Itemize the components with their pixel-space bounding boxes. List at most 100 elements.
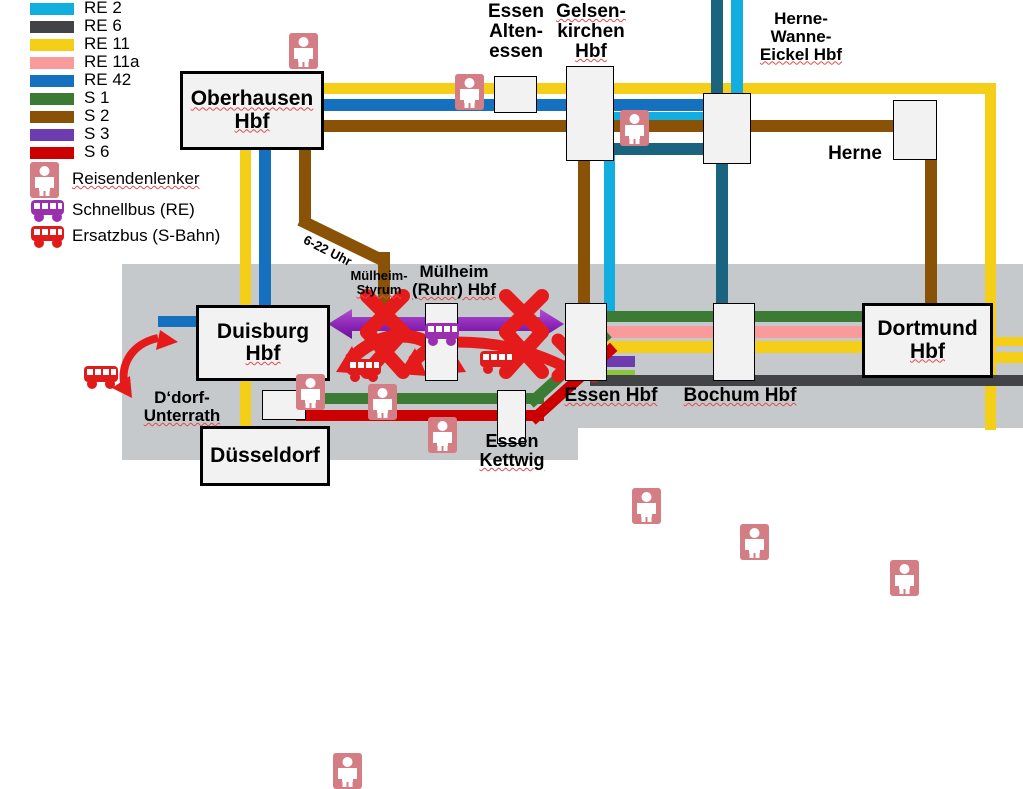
line-s2-wanne-herne-horizontal xyxy=(740,120,896,132)
legend-row-s2: S 2 xyxy=(0,106,220,126)
legend-label-reisendenlenker: Reisendenlenker xyxy=(72,169,200,188)
legend-swatch-s2 xyxy=(30,111,74,123)
legend: RE 2 RE 6 RE 11 RE 11a RE 42 S 1 S 2 S xyxy=(0,0,220,250)
label-wanne-line2: Wanne- xyxy=(770,26,832,46)
label-unterrath-line1: D‘dorf- xyxy=(154,388,210,407)
label-kettwig-line1: Essen xyxy=(485,431,539,451)
station-box-duesseldorf[interactable]: Düsseldorf xyxy=(200,426,330,486)
station-box-oberhausen[interactable]: Duisburg Oberhausen Hbf xyxy=(180,71,324,150)
legend-label-re11: RE 11 xyxy=(84,34,130,53)
legend-swatch-re11a xyxy=(30,57,74,69)
station-node-wanne-eickel[interactable] xyxy=(703,93,751,164)
station-label-dortmund-line2: Hbf xyxy=(909,339,945,363)
legend-row-reisendenlenker: Reisendenlenker xyxy=(0,162,220,198)
station-label-duisburg-line1: Duisburg xyxy=(216,319,310,343)
label-gelsenkirchen-line3: Hbf xyxy=(575,40,607,62)
label-ddorf-unterrath: D‘dorf- Unterrath xyxy=(126,389,238,425)
legend-row-re42: RE 42 xyxy=(0,70,220,90)
reisendenlenker-badge-duesseldorf xyxy=(333,753,362,789)
label-gelsenkirchen-line2: kirchen xyxy=(557,20,625,42)
legend-swatch-s3 xyxy=(30,129,74,141)
legend-label-s6: S 6 xyxy=(84,142,110,161)
station-node-essen-hbf[interactable] xyxy=(565,303,607,381)
line-s6-duesseldorf-kettwig xyxy=(296,410,544,421)
label-gelsenkirchen: Gelsen- kirchen Hbf xyxy=(549,2,633,62)
line-re2-horizontal-gelsenkirchen xyxy=(612,112,740,123)
label-bochum-hbf-text: Bochum Hbf xyxy=(683,385,797,406)
reisendenlenker-badge-oberhausen xyxy=(289,33,318,69)
label-essen-hbf: Essen Hbf xyxy=(556,386,666,406)
legend-row-ersatzbus: Ersatzbus (S-Bahn) xyxy=(0,224,220,250)
legend-row-re2: RE 2 xyxy=(0,0,220,18)
label-altenessen-line1: Essen xyxy=(488,1,544,22)
reisendenlenker-badge-muelheim-ruhr xyxy=(428,417,457,453)
legend-row-re11a: RE 11a xyxy=(0,52,220,72)
legend-label-re42: RE 42 xyxy=(84,70,132,89)
station-node-bochum-hbf[interactable] xyxy=(713,303,755,381)
person-icon xyxy=(30,162,59,198)
station-label-dortmund-line1: Dortmund xyxy=(877,317,978,341)
station-box-dortmund[interactable]: Dortmund Hbf xyxy=(862,303,993,378)
station-label-duesseldorf: Düsseldorf xyxy=(210,443,320,467)
line-s1-duesseldorf-kettwig xyxy=(296,393,544,404)
line-re11-dortmund-stub-a xyxy=(990,337,1023,346)
legend-label-re11a: RE 11a xyxy=(84,52,140,71)
label-muelheim-line1: Mülheim xyxy=(419,262,489,281)
bottom-right-white-panel xyxy=(578,428,1023,460)
legend-label-schnellbus: Schnellbus (RE) xyxy=(72,200,195,219)
legend-label-re6: RE 6 xyxy=(84,16,122,35)
legend-label-re2: RE 2 xyxy=(84,0,122,17)
legend-label-ersatzbus: Ersatzbus (S-Bahn) xyxy=(72,226,221,245)
reisendenlenker-badge-styrum xyxy=(296,374,325,410)
line-re2-top-vertical-a xyxy=(731,0,743,96)
bus-icon-purple xyxy=(30,198,66,224)
label-essen-kettwig: Essen Kettwig xyxy=(470,432,554,470)
legend-row-re6: RE 6 xyxy=(0,16,220,36)
label-styrum-line2: Styrum xyxy=(356,281,402,297)
label-unterrath-line2: Unterrath xyxy=(143,405,221,425)
station-label-oberhausen: Oberhausen Hbf xyxy=(190,87,314,133)
label-muelheim-ruhr: Mülheim (Ruhr) Hbf xyxy=(399,263,509,299)
reisendenlenker-badge-gelsenkirchen xyxy=(620,110,649,146)
ersatzbus-red-arc-ddorf xyxy=(112,330,178,398)
line-re2-essen-vertical xyxy=(604,150,615,312)
line-s2-styrum-vertical xyxy=(378,252,390,314)
line-re42dark-horizontal xyxy=(590,143,740,155)
line-re11-left-vertical xyxy=(240,148,251,460)
legend-label-s1: S 1 xyxy=(84,88,110,107)
legend-label-s3: S 3 xyxy=(84,124,110,143)
bus-icon-purple-muelheim xyxy=(425,323,459,346)
bus-icon-red-essen xyxy=(480,351,514,374)
station-node-gelsenkirchen[interactable] xyxy=(566,66,614,161)
reisendenlenker-badge-dortmund-hbf xyxy=(890,560,919,596)
label-wanne-line3: Eickel Hbf xyxy=(759,44,843,64)
label-essen-hbf-text: Essen Hbf xyxy=(564,385,658,406)
label-muelheim-styrum: Mülheim- Styrum xyxy=(339,269,419,296)
label-muelheim-line2: (Ruhr) Hbf xyxy=(411,279,497,299)
line-re11-top-horizontal xyxy=(322,83,996,94)
legend-row-s3: S 3 xyxy=(0,124,220,144)
station-label-duisburg-line2: Hbf xyxy=(245,342,281,365)
line-re11-right-vertical xyxy=(985,83,996,430)
line-s2-oberhausen-diagonal xyxy=(299,132,311,224)
station-node-essen-kettwig[interactable] xyxy=(497,390,526,444)
station-node-herne[interactable] xyxy=(893,100,937,160)
legend-row-schnellbus: Schnellbus (RE) xyxy=(0,198,220,224)
station-node-essen-altenessen[interactable] xyxy=(494,76,537,113)
label-wanne-line1: Herne- xyxy=(774,9,828,28)
legend-swatch-s6 xyxy=(30,147,74,159)
line-re6-essen-dortmund xyxy=(590,375,1023,386)
label-essen-altenessen: Essen Alten- essen xyxy=(478,2,554,62)
legend-row-re11: RE 11 xyxy=(0,34,220,54)
line-re42dark-bochum-vertical xyxy=(716,150,728,312)
reisendenlenker-badge-essen-hbf xyxy=(632,488,661,524)
label-bochum-hbf: Bochum Hbf xyxy=(680,386,800,406)
legend-swatch-s1 xyxy=(30,93,74,105)
label-herne: Herne xyxy=(820,144,890,164)
legend-swatch-re11 xyxy=(30,39,74,51)
label-herne-wanne-eickel: Herne- Wanne- Eickel Hbf xyxy=(745,10,857,64)
station-box-duisburg[interactable]: Duisburg Hbf xyxy=(196,305,330,381)
bus-icon-red-ddorf xyxy=(84,366,118,389)
reisendenlenker-badge-altenessen xyxy=(455,74,484,110)
label-gelsenkirchen-line1: Gelsen- xyxy=(556,1,626,22)
